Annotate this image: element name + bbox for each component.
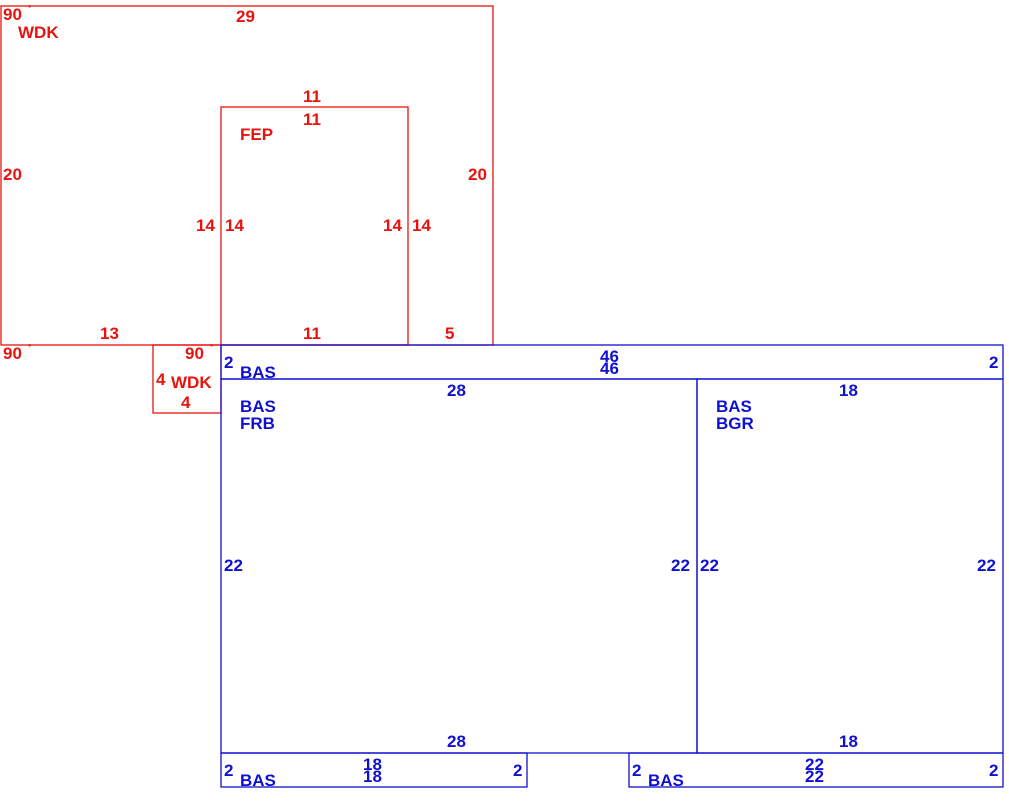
wdk-main-dim-left: 20 [3, 165, 22, 184]
bas-strip-top-area: BAS 46 46 2 2 [220, 344, 1004, 382]
angle-bottom-right: 90 [185, 344, 204, 363]
degree-mark: ° [28, 343, 31, 352]
bas-frb-area: BAS FRB 28 28 22 22 [220, 378, 698, 754]
bas-bgr-code: BAS [716, 397, 752, 416]
bas-strip-bottom-right-outline [628, 752, 1004, 788]
bas-strip-bottom-left-dim-left: 2 [224, 761, 233, 780]
wdk-main-dim-bottom-left: 13 [100, 324, 119, 343]
wdk-small-code: WDK [171, 373, 212, 392]
angle-top-left: 90 [3, 5, 22, 24]
wdk-main-dim-bottom-right: 5 [445, 324, 454, 343]
bas-frb-code: BAS [240, 397, 276, 416]
fep-area: FEP 11 11 14 14 14 14 11 [196, 87, 431, 346]
wdk-main-code: WDK [18, 23, 59, 42]
wdk-main-outline [0, 5, 494, 346]
bas-strip-bottom-right-dim-left: 2 [632, 761, 641, 780]
bas-bgr-dim-right: 22 [977, 556, 996, 575]
fep-code: FEP [240, 125, 273, 144]
bas-frb-dim-bottom: 28 [447, 732, 466, 751]
bas-strip-bottom-left-outline [220, 752, 528, 788]
bas-bgr-area: BAS BGR 18 18 22 22 [696, 378, 1004, 754]
bas-frb-outline [220, 378, 698, 754]
fep-dim-right-outer: 14 [412, 216, 431, 235]
bas-frb-dim-top: 28 [447, 381, 466, 400]
bas-bgr-dim-left: 22 [700, 556, 719, 575]
bas-strip-top-dim-outer: 46 [600, 347, 619, 366]
fep-dim-bottom: 11 [303, 324, 321, 343]
fep-dim-left-inner: 14 [225, 216, 244, 235]
bas-strip-top-dim-left: 2 [224, 353, 233, 372]
bas-frb-dim-left: 22 [224, 556, 243, 575]
bas-strip-bottom-left-area: BAS 18 18 2 2 [220, 752, 528, 790]
bas-strip-top-code: BAS [240, 363, 276, 382]
wdk-small-dim-left: 4 [156, 370, 166, 389]
wdk-main-dim-right: 20 [468, 165, 487, 184]
bas-bgr-outline [696, 378, 1004, 754]
bas-strip-bottom-left-dim-inner: 18 [363, 767, 382, 786]
fep-dim-top-inner: 11 [303, 110, 321, 129]
bas-strip-bottom-right-code: BAS [648, 771, 684, 790]
bas-strip-bottom-left-dim-right: 2 [513, 761, 522, 780]
bas-frb-dim-right: 22 [671, 556, 690, 575]
bas-strip-bottom-right-dim-outer: 22 [805, 755, 824, 774]
wdk-main-dim-top: 29 [236, 7, 255, 26]
bas-strip-bottom-left-code: BAS [240, 771, 276, 790]
bas-bgr-subcode: BGR [716, 414, 754, 433]
bas-strip-bottom-right-dim-right: 2 [989, 761, 998, 780]
wdk-small-dim-bottom: 4 [181, 393, 191, 412]
fep-dim-top-outer: 11 [303, 87, 321, 106]
bas-strip-bottom-right-dim-inner: 22 [805, 767, 824, 786]
fep-dim-right-inner: 14 [383, 216, 402, 235]
bas-strip-top-dim-inner: 46 [600, 359, 619, 378]
angle-bottom-left: 90 [3, 344, 22, 363]
bas-bgr-dim-top: 18 [839, 381, 858, 400]
bas-frb-subcode: FRB [240, 414, 275, 433]
bas-strip-top-dim-right: 2 [989, 353, 998, 372]
wdk-main-area: WDK 29 20 20 13 5 90 ° 90 ° 90 ° [0, 4, 494, 363]
bas-strip-bottom-right-area: BAS 22 22 2 2 [628, 752, 1004, 790]
degree-mark: ° [28, 4, 31, 13]
fep-dim-left-outer: 14 [196, 216, 215, 235]
bas-strip-bottom-left-dim-outer: 18 [363, 755, 382, 774]
degree-mark: ° [210, 343, 213, 352]
bas-bgr-dim-bottom: 18 [839, 732, 858, 751]
